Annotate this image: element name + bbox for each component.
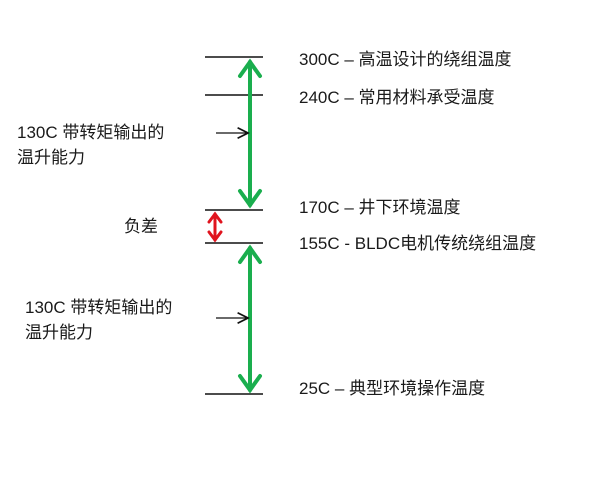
- upper-note-line1: 130C 带转矩输出的: [17, 123, 165, 142]
- level-label-155: 155C - BLDC电机传统绕组温度: [299, 234, 537, 253]
- level-label-170: 170C – 井下环境温度: [299, 198, 461, 217]
- lower-note-line2: 温升能力: [25, 323, 93, 342]
- lower-note-line1: 130C 带转矩输出的: [25, 298, 173, 317]
- level-label-240: 240C – 常用材料承受温度: [299, 88, 495, 107]
- upper-note-line2: 温升能力: [17, 148, 85, 167]
- upper-green-arrow: [238, 58, 262, 209]
- level-label-300: 300C – 高温设计的绕组温度: [299, 50, 512, 69]
- level-label-25: 25C – 典型环境操作温度: [299, 379, 486, 398]
- gap-label: 负差: [124, 217, 158, 236]
- lower-green-arrow: [238, 244, 262, 394]
- red-gap-arrow: [207, 211, 223, 243]
